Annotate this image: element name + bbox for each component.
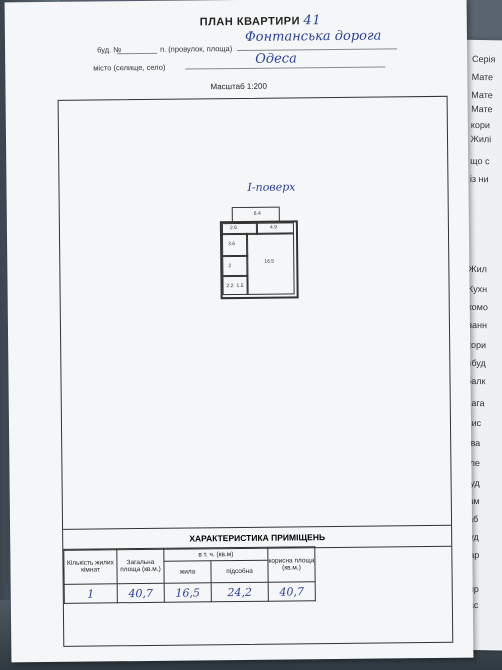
side-line: кори bbox=[470, 119, 491, 131]
side-line: Мате bbox=[471, 71, 494, 83]
side-line: що с bbox=[470, 155, 490, 167]
underline bbox=[237, 48, 398, 52]
side-line: ванн bbox=[467, 319, 488, 331]
col-incl: в т. ч. (кв.м) bbox=[163, 547, 268, 562]
room-area: 4.9 bbox=[269, 224, 277, 231]
room-area: 2.6 bbox=[229, 225, 237, 232]
value-aux: 24,2 bbox=[211, 582, 269, 602]
city-label: місто (селище, село) bbox=[93, 62, 166, 73]
room-area: 16.5 bbox=[264, 258, 275, 265]
characteristics-table: Кількість жилих кімнат Загальна площа (к… bbox=[63, 545, 452, 604]
floor-label: I-поверх bbox=[247, 180, 296, 194]
side-line: Жил bbox=[468, 263, 488, 275]
street-label: п. (провулок, площа) bbox=[160, 44, 233, 54]
side-line: Жилі bbox=[470, 133, 492, 145]
underline bbox=[185, 66, 386, 70]
col-useful: корисна площа (кв.м.) bbox=[267, 546, 316, 583]
apartment-number: 41 bbox=[303, 13, 322, 29]
side-line: Мате bbox=[471, 103, 493, 115]
side-line: із ни bbox=[469, 173, 489, 185]
city-value: Одеса bbox=[255, 51, 297, 67]
col-aux: підсобна bbox=[210, 560, 269, 583]
apartment-plan-document: ПЛАН КВАРТИРИ 41 буд. № п. (провулок, пл… bbox=[4, 0, 474, 663]
underline bbox=[117, 52, 158, 55]
room-area: 2 bbox=[228, 263, 232, 270]
room bbox=[222, 254, 249, 278]
floor-plan-drawing: 6.4 2.6 4.9 3.6 16.5 2 2.2 1.5 bbox=[219, 206, 301, 300]
room-area: 1.5 bbox=[236, 282, 244, 290]
side-line: Серія bbox=[471, 53, 496, 65]
street-value: Фонтанська дорога bbox=[244, 28, 382, 45]
value-useful: 40,7 bbox=[268, 581, 316, 602]
col-total: Загальна площа (кв.м.) bbox=[116, 548, 165, 584]
side-line: Мате bbox=[471, 89, 493, 101]
side-line: Кухн bbox=[467, 283, 488, 295]
blank bbox=[315, 545, 452, 600]
room-area: 2.2 bbox=[226, 283, 234, 290]
col-living: жила bbox=[163, 560, 212, 584]
scale-label: Масштаб 1:200 bbox=[210, 81, 267, 92]
col-rooms: Кількість жилих кімнат bbox=[63, 548, 118, 585]
value-living: 16,5 bbox=[164, 582, 212, 603]
room-area: 6.4 bbox=[253, 210, 261, 217]
document-title: ПЛАН КВАРТИРИ 41 bbox=[199, 13, 322, 29]
side-line: комо bbox=[467, 301, 488, 313]
room-area: 3.6 bbox=[228, 241, 236, 248]
plan-frame: I-поверх 6.4 2.6 4.9 3.6 16.5 2 2.2 1.5 … bbox=[57, 95, 454, 647]
value-total: 40,7 bbox=[117, 583, 165, 603]
value-rooms: 1 bbox=[64, 583, 118, 604]
